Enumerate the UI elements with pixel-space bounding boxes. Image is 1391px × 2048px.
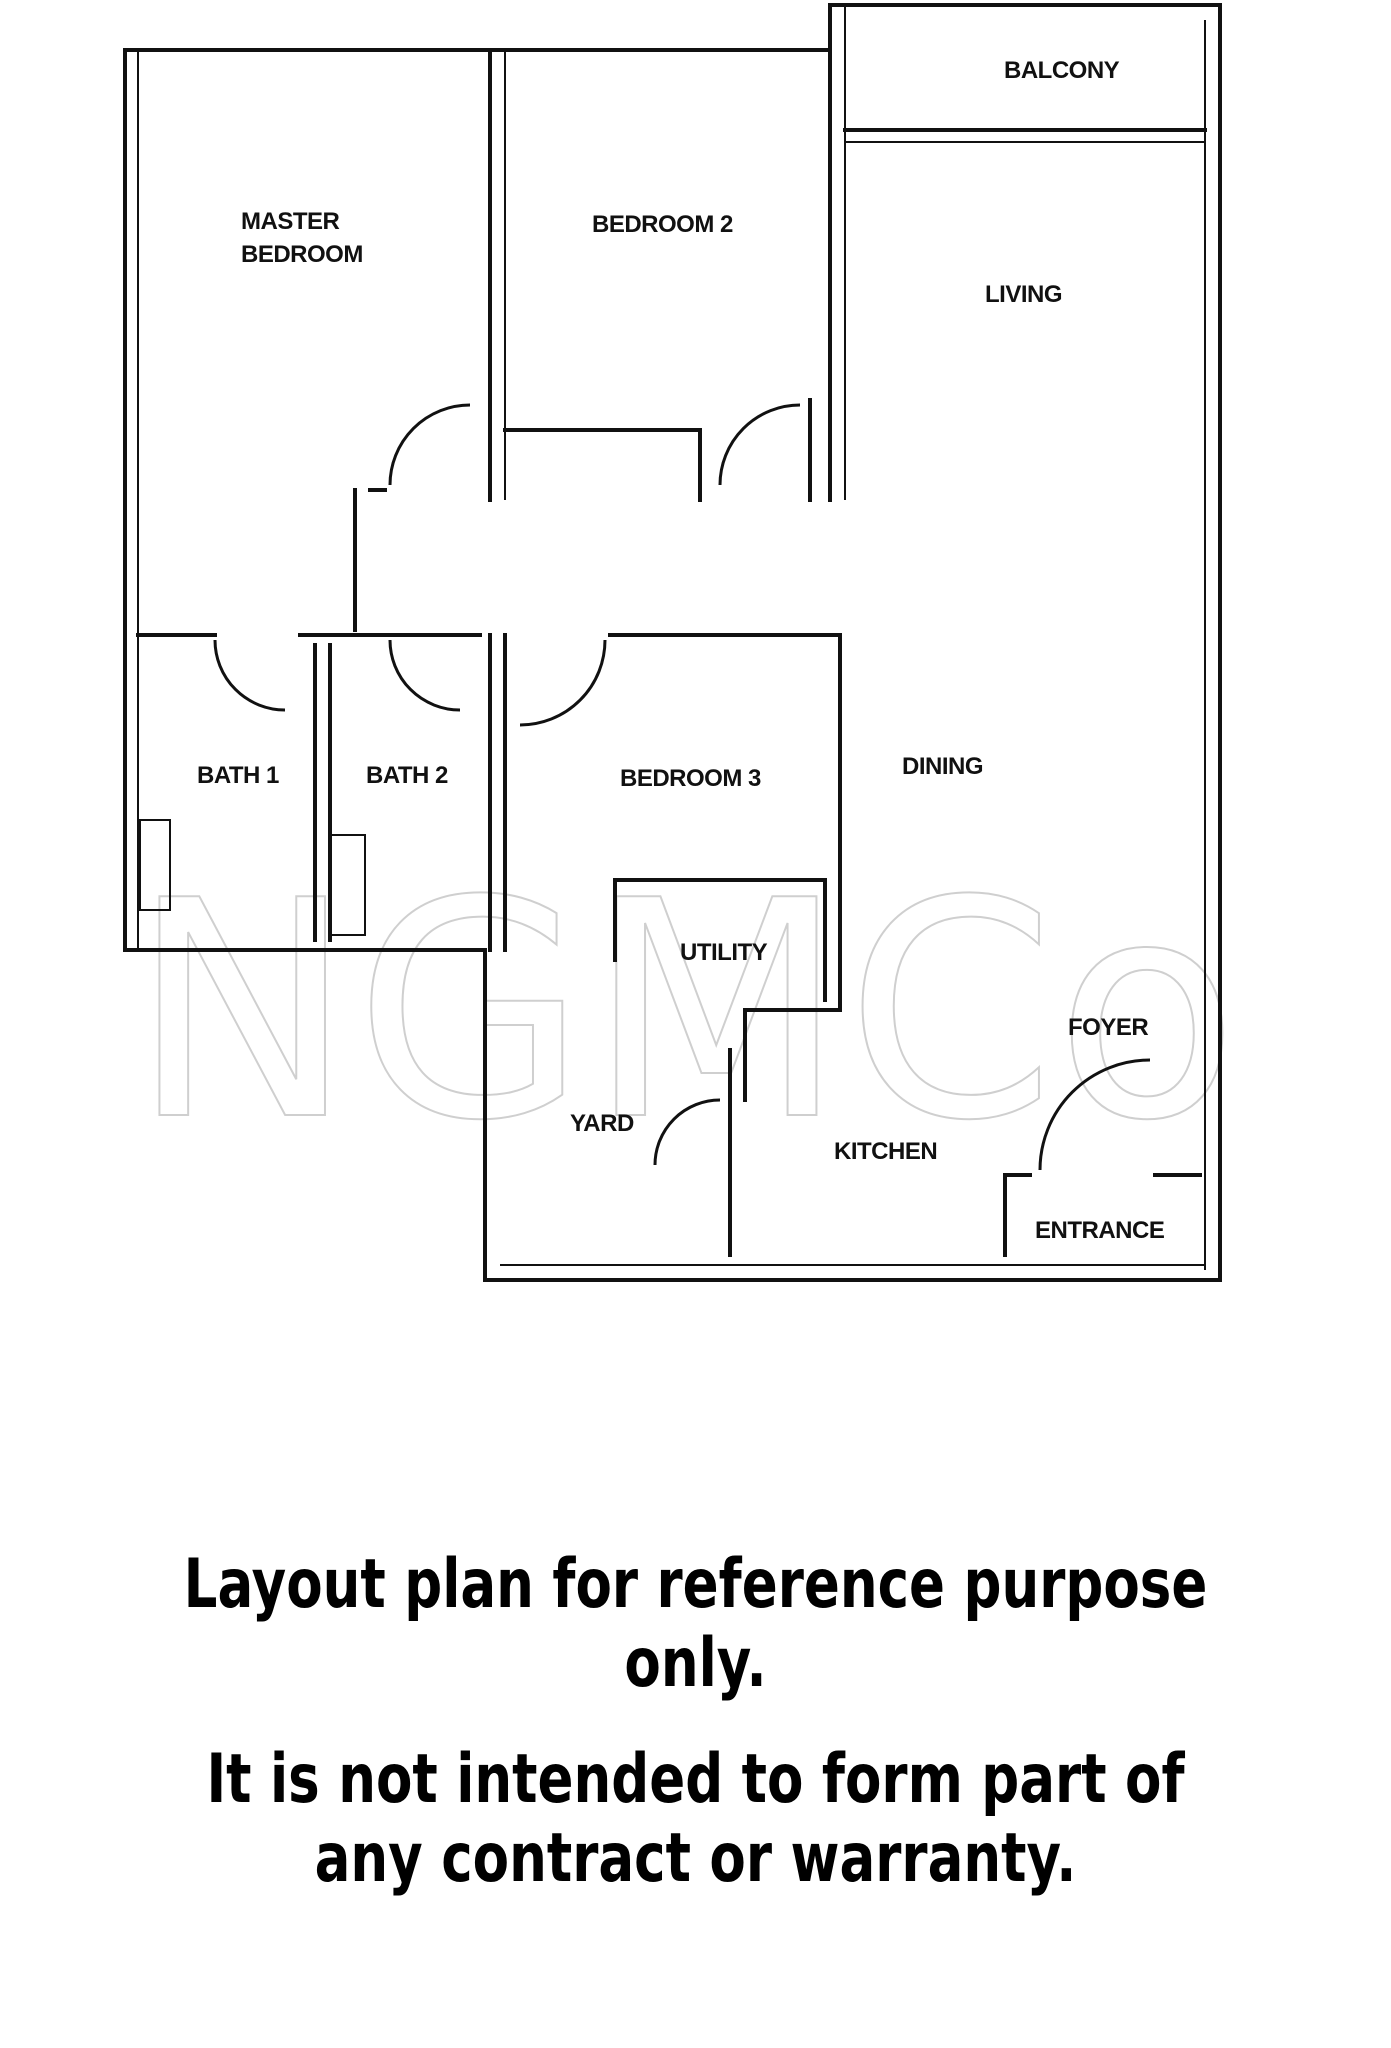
floor-plan: NGMCo — [123, 3, 1240, 1282]
bedroom-3-walls — [608, 633, 842, 1257]
room-labels: BALCONY MASTER BEDROOM BEDROOM 2 LIVING … — [197, 57, 1165, 1244]
door-swings — [213, 403, 1151, 1171]
label-master-bedroom-line1: MASTER — [241, 208, 340, 235]
label-balcony: BALCONY — [1004, 57, 1120, 84]
label-bedroom-2: BEDROOM 2 — [592, 211, 733, 238]
label-kitchen: KITCHEN — [834, 1138, 937, 1165]
watermark: NGMCo — [130, 837, 1239, 1186]
label-bath-1: BATH 1 — [197, 762, 279, 789]
balcony-walls — [828, 3, 1207, 502]
bath-walls — [136, 633, 507, 952]
label-yard: YARD — [570, 1110, 634, 1137]
outer-walls — [123, 3, 1222, 1282]
bedroom-walls — [353, 48, 812, 632]
label-master-bedroom-line2: BEDROOM — [241, 241, 363, 268]
label-dining: DINING — [902, 753, 983, 780]
label-bedroom-3: BEDROOM 3 — [620, 765, 761, 792]
label-bath-2: BATH 2 — [366, 762, 448, 789]
label-living: LIVING — [985, 281, 1062, 308]
disclaimer-line-2: It is not intended to form part of any c… — [206, 1740, 1185, 1898]
disclaimer-line-1: Layout plan for reference purpose only. — [183, 1545, 1208, 1703]
label-foyer: FOYER — [1068, 1014, 1148, 1041]
entrance-walls — [1003, 1173, 1202, 1257]
label-entrance: ENTRANCE — [1035, 1217, 1165, 1244]
label-utility: UTILITY — [680, 939, 768, 966]
